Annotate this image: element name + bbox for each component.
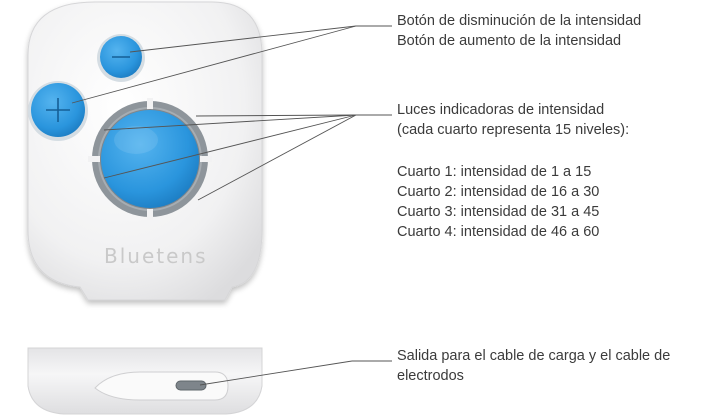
leader-lines [71, 25, 392, 386]
label-indicator-lights-subtitle: (cada cuarto representa 15 niveles): [397, 122, 630, 138]
label-quarter-1: Cuarto 1: intensidad de 1 a 15 [397, 164, 592, 180]
brand-logo-text: Bluetens [104, 244, 208, 268]
label-increase-button: Botón de aumento de la intensidad [397, 33, 622, 49]
label-port-line-2: electrodos [397, 368, 464, 384]
charging-port [175, 380, 207, 391]
label-decrease-button: Botón de disminución de la intensidad [397, 13, 642, 29]
device-bottom-view [27, 347, 263, 415]
center-button[interactable] [101, 110, 199, 208]
label-quarter-3: Cuarto 3: intensidad de 31 a 45 [397, 204, 600, 220]
label-quarter-2: Cuarto 2: intensidad de 16 a 30 [397, 184, 600, 200]
plus-icon [46, 98, 70, 122]
label-port-line-1: Salida para el cable de carga y el cable… [397, 348, 671, 364]
decrease-button[interactable] [97, 34, 145, 82]
label-indicator-lights-title: Luces indicadoras de intensidad [397, 102, 605, 118]
label-quarter-4: Cuarto 4: intensidad de 46 a 60 [397, 224, 600, 240]
increase-button[interactable] [28, 81, 88, 141]
device-front [27, 1, 263, 301]
